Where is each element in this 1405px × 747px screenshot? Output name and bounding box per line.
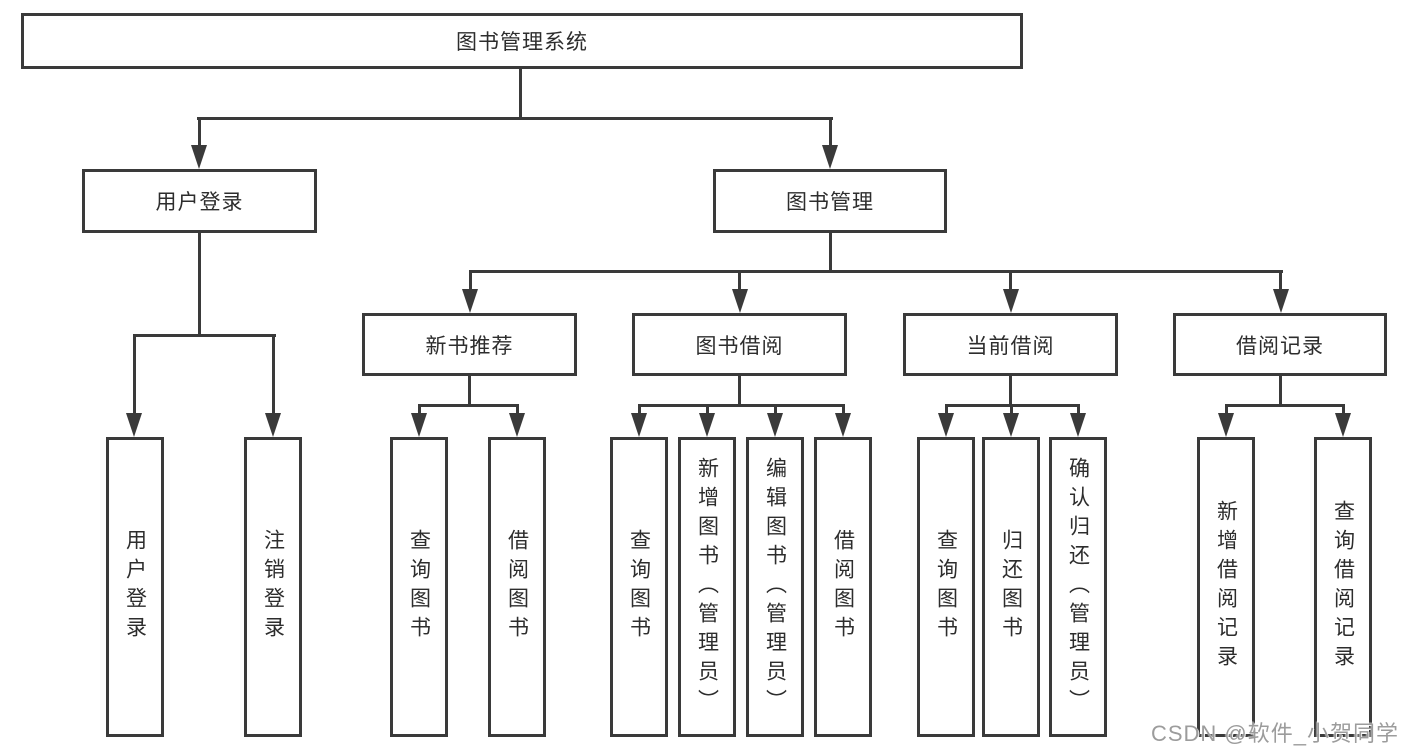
node-br-add-record: 新增借阅记录 xyxy=(1197,437,1255,737)
node-cb-return-books: 归还图书 xyxy=(982,437,1040,737)
node-nb-query-books: 查询图书 xyxy=(390,437,448,737)
connector-line xyxy=(828,233,832,272)
node-label: 借阅图书 xyxy=(831,529,855,645)
node-bb-borrow-books: 借阅图书 xyxy=(814,437,872,737)
arrow-down-icon xyxy=(631,413,647,437)
node-book-management: 图书管理 xyxy=(713,169,947,233)
connector-line xyxy=(828,118,832,146)
node-label: 用户登录 xyxy=(123,529,147,645)
connector-line xyxy=(637,404,845,407)
arrow-down-icon xyxy=(938,413,954,437)
arrow-down-icon xyxy=(731,289,748,313)
node-nb-borrow-books: 借阅图书 xyxy=(488,437,546,737)
arrow-down-icon xyxy=(1272,289,1289,313)
connector-line xyxy=(197,117,833,120)
connector-line xyxy=(271,335,275,414)
connector-line xyxy=(468,270,1283,273)
node-label: 查询图书 xyxy=(627,529,651,645)
node-borrowing-records: 借阅记录 xyxy=(1173,313,1387,376)
arrow-down-icon xyxy=(1335,413,1351,437)
node-label: 新增借阅记录 xyxy=(1214,500,1238,674)
connector-line xyxy=(1009,405,1013,413)
node-br-query-record: 查询借阅记录 xyxy=(1314,437,1372,737)
node-bb-query-books: 查询图书 xyxy=(610,437,668,737)
connector-line xyxy=(1009,271,1012,289)
connector-line xyxy=(417,405,421,413)
node-cb-confirm-return-admin: 确认归还（管理员） xyxy=(1049,437,1107,737)
node-bb-edit-books-admin: 编辑图书（管理员） xyxy=(746,437,804,737)
node-label: 借阅图书 xyxy=(505,529,529,645)
node-label: 新增图书（管理员） xyxy=(695,456,719,718)
connector-line xyxy=(841,405,845,413)
node-label: 编辑图书（管理员） xyxy=(763,456,787,718)
arrow-down-icon xyxy=(699,413,715,437)
connector-line xyxy=(944,405,948,413)
connector-line xyxy=(468,376,471,406)
arrow-down-icon xyxy=(1003,413,1019,437)
connector-line xyxy=(519,69,522,120)
connector-line xyxy=(132,334,276,337)
connector-line xyxy=(1224,405,1228,413)
arrow-down-icon xyxy=(461,289,478,313)
node-current-borrowing: 当前借阅 xyxy=(903,313,1118,376)
watermark: CSDN @软件_小贺同学 xyxy=(1150,721,1399,746)
arrow-down-icon xyxy=(509,413,525,437)
arrow-down-icon xyxy=(767,413,783,437)
arrow-down-icon xyxy=(191,145,207,169)
node-label: 确认归还（管理员） xyxy=(1066,456,1090,718)
connector-line xyxy=(515,405,519,413)
node-label: 查询图书 xyxy=(407,529,431,645)
connector-line xyxy=(1341,405,1345,413)
node-label: 归还图书 xyxy=(999,529,1023,645)
connector-line xyxy=(417,404,519,407)
connector-line xyxy=(1076,405,1080,413)
node-cb-query-books: 查询图书 xyxy=(917,437,975,737)
arrow-down-icon xyxy=(265,413,281,437)
node-book-borrowing: 图书借阅 xyxy=(632,313,847,376)
arrow-down-icon xyxy=(411,413,427,437)
connector-line xyxy=(705,405,709,413)
connector-line xyxy=(197,233,201,336)
arrow-down-icon xyxy=(1002,289,1019,313)
node-bb-add-books-admin: 新增图书（管理员） xyxy=(678,437,736,737)
connector-line xyxy=(132,335,136,414)
node-new-book-recommend: 新书推荐 xyxy=(362,313,577,376)
arrow-down-icon xyxy=(126,413,142,437)
node-leaf-user-login: 用户登录 xyxy=(106,437,164,737)
node-user-login: 用户登录 xyxy=(82,169,317,233)
arrow-down-icon xyxy=(822,145,838,169)
node-library-system: 图书管理系统 xyxy=(21,13,1023,69)
connector-line xyxy=(773,405,777,413)
node-label: 注销登录 xyxy=(261,529,285,645)
connector-line xyxy=(738,271,741,289)
connector-line xyxy=(738,376,741,406)
arrow-down-icon xyxy=(1218,413,1234,437)
connector-line xyxy=(1278,376,1282,406)
node-leaf-logout: 注销登录 xyxy=(244,437,302,737)
connector-line xyxy=(197,118,201,146)
connector-line xyxy=(637,405,641,413)
connector-line xyxy=(1009,376,1012,406)
arrow-down-icon xyxy=(1070,413,1086,437)
node-label: 查询图书 xyxy=(934,529,958,645)
arrow-down-icon xyxy=(835,413,851,437)
connector-line xyxy=(468,271,472,289)
connector-line xyxy=(1224,404,1345,407)
connector-line xyxy=(1279,271,1282,289)
node-label: 查询借阅记录 xyxy=(1331,500,1355,674)
